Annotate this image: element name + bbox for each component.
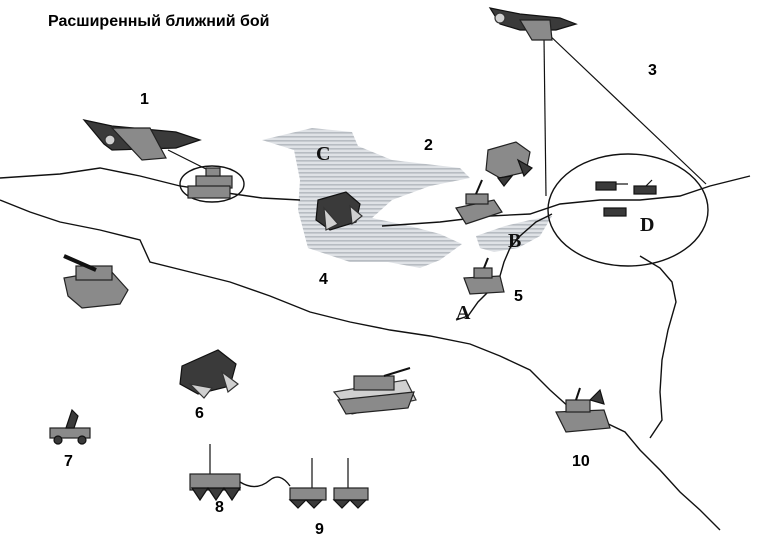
target-tanks-1-icon	[187, 167, 233, 199]
robot-2-icon	[485, 141, 533, 187]
label-8: 8	[215, 499, 224, 516]
label-5: 5	[514, 288, 523, 305]
page-title: Расширенный ближний бой	[48, 13, 270, 30]
label-1: 1	[140, 91, 149, 108]
target-tanks-3-icon	[595, 179, 657, 217]
label-9: 9	[315, 521, 324, 538]
label-4: 4	[319, 271, 328, 288]
drone-target-circle	[179, 165, 245, 203]
label-6: 6	[195, 405, 204, 422]
drone-3-icon	[488, 7, 578, 41]
robot-c-icon	[315, 191, 363, 231]
unit-10-icon	[555, 387, 611, 433]
zone-label-b: B	[508, 230, 522, 252]
label-2: 2	[424, 137, 433, 154]
tank-center-icon	[332, 367, 417, 415]
unit-8-icon	[189, 444, 291, 502]
label-7: 7	[64, 453, 73, 470]
drone-1-sight	[167, 149, 213, 173]
zone-c-area	[262, 128, 470, 268]
front-line-upper	[0, 167, 301, 201]
drone-3-sight-left	[543, 37, 547, 197]
recon-circle	[547, 153, 709, 267]
zone-label-a: A	[456, 302, 471, 324]
label-10: 10	[572, 453, 590, 470]
unit-9-icon	[288, 458, 369, 509]
tank-left-icon	[63, 254, 129, 309]
tank-5-icon	[463, 257, 505, 295]
tank-2-icon	[455, 179, 503, 225]
label-3: 3	[648, 62, 657, 79]
drone-1-icon	[82, 119, 202, 161]
approach-line	[455, 213, 553, 321]
unit-7-icon	[49, 408, 91, 445]
zone-label-d: D	[640, 214, 655, 236]
zone-label-c: C	[316, 143, 331, 165]
river-line	[639, 255, 677, 439]
robot-6-icon	[179, 349, 239, 399]
front-line-lower	[0, 199, 721, 531]
drone-3-sight-right	[545, 31, 707, 185]
